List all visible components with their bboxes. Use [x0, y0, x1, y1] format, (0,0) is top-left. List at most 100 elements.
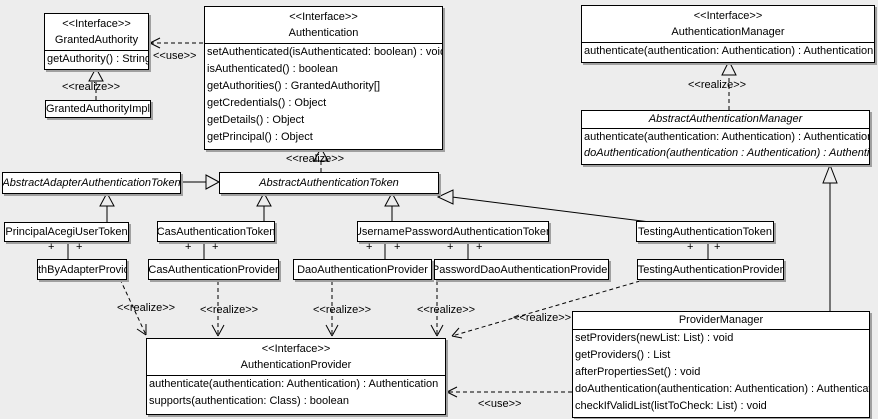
method: getAuthorities() : GrantedAuthority[] — [207, 80, 381, 92]
edge-abstractauthmanager-realizes-authmanager — [721, 59, 737, 110]
realize-label: <<realize>> — [417, 304, 476, 316]
class-name: AuthByAdapterProvider — [37, 263, 126, 276]
class-name: AbstractAuthenticationToken — [259, 177, 399, 189]
method: getProviders() : List — [575, 349, 671, 361]
method: getPrincipal() : Object — [207, 131, 313, 143]
method: authenticate(authentication: Authenticat… — [584, 45, 874, 57]
plus-adornment: + — [48, 241, 55, 253]
class-password-dao-authentication-provider: PasswordDaoAuthenticationProvider — [434, 259, 609, 280]
method: afterPropertiesSet() : void — [575, 366, 701, 378]
class-testing-authentication-provider: TestingAuthenticationProvider — [637, 259, 784, 280]
edge-providermanager-extends-abstractauthmanager — [822, 163, 838, 311]
class-name: TestingAuthenticationToken — [638, 225, 772, 238]
class-name: GrantedAuthorityImpl — [46, 103, 150, 115]
edge-testingprovider-realizes-authprovider — [451, 280, 641, 339]
class-cas-authentication-token: CasAuthenticationToken — [157, 221, 275, 242]
edge-testingtoken-extends-abstractauthtoken — [436, 189, 651, 223]
class-abstract-authentication-token: AbstractAuthenticationToken — [219, 172, 439, 194]
use-label: <<use>> — [153, 50, 197, 62]
class-username-password-authentication-token: UsernamePasswordAuthenticationToken — [357, 221, 549, 242]
method: getAuthority() : String — [47, 53, 148, 65]
class-name: TestingAuthenticationProvider — [637, 263, 784, 276]
class-name: GrantedAuthority — [54, 34, 139, 46]
edge-castoken-extends-abstractauthtoken — [256, 191, 272, 221]
realize-label: <<realize>> — [313, 304, 372, 316]
class-testing-authentication-token: TestingAuthenticationToken — [636, 221, 774, 242]
class-principal-acegi-user-token: PrincipalAcegiUserToken — [4, 222, 129, 242]
edge-authentication-uses-grantedauthority — [149, 37, 203, 49]
class-abstract-authentication-manager: AbstractAuthenticationManager authentica… — [581, 110, 870, 165]
class-name: DaoAuthenticationProvider — [297, 263, 428, 276]
class-authentication-manager: <<Interface>> AuthenticationManager auth… — [581, 5, 875, 63]
class-header: <<Interface>> AuthenticationManager — [582, 6, 874, 43]
class-name: Authentication — [288, 27, 359, 39]
method: getCredentials() : Object — [207, 97, 327, 109]
method: doAuthentication(authentication : Authen… — [584, 147, 869, 159]
realize-label: <<realize>> — [117, 302, 176, 314]
plus-adornment: + — [476, 241, 483, 253]
class-granted-authority: <<Interface>> GrantedAuthority getAuthor… — [44, 13, 149, 70]
class-name: AbstractAuthenticationManager — [582, 111, 869, 129]
edge-principaltoken-extends-abstractadapter — [99, 191, 115, 222]
class-auth-by-adapter-provider: AuthByAdapterProvider — [37, 259, 127, 280]
edge-passworddaoprovider-realizes-authprovider — [430, 281, 444, 337]
class-name: AuthenticationManager — [671, 26, 785, 38]
stereotype-label: <<Interface>> — [62, 18, 131, 30]
plus-adornment: + — [212, 241, 219, 253]
association-edges — [67, 240, 709, 259]
plus-adornment: + — [185, 241, 192, 253]
method: authenticate(authentication: Authenticat… — [584, 131, 869, 143]
stereotype-label: <<Interface>> — [693, 10, 763, 22]
class-name: ProviderManager — [573, 312, 869, 330]
method: supports(authentication: Class) : boolea… — [149, 395, 349, 407]
class-cas-authentication-provider: CasAuthenticationProvider — [148, 259, 279, 280]
method: isAuthenticated() : boolean — [207, 63, 338, 75]
method: getDetails() : Object — [207, 114, 305, 126]
edge-authbyadapter-realizes-authprovider — [119, 278, 147, 336]
method: checkIfValidList(listToCheck: List) : vo… — [575, 400, 767, 412]
realize-label: <<realize>> — [513, 312, 572, 324]
plus-adornment: + — [394, 241, 401, 253]
class-header: <<Interface>> GrantedAuthority — [45, 14, 148, 51]
use-edges — [149, 37, 572, 398]
stereotype-label: <<Interface>> — [289, 11, 358, 23]
class-header: <<Interface>> AuthenticationProvider — [147, 339, 445, 376]
class-abstract-adapter-authentication-token: AbstractAdapterAuthenticationToken — [2, 172, 181, 194]
edge-usernametoken-extends-abstractauthtoken — [384, 191, 400, 221]
class-dao-authentication-provider: DaoAuthenticationProvider — [293, 259, 432, 280]
edge-abstractauthtoken-realizes-authentication — [313, 146, 329, 172]
realize-label: <<realize>> — [688, 79, 747, 91]
class-name: PrincipalAcegiUserToken — [5, 226, 128, 238]
method: authenticate(authentication: Authenticat… — [149, 378, 439, 390]
class-name: CasAuthenticationProvider — [148, 263, 279, 276]
method: setAuthenticated(isAuthenticated: boolea… — [207, 46, 442, 58]
class-name: AbstractAdapterAuthenticationToken — [2, 177, 181, 189]
class-authentication: <<Interface>> Authentication setAuthenti… — [204, 6, 443, 150]
class-granted-authority-impl: GrantedAuthorityImpl — [45, 100, 151, 118]
plus-adornment: + — [76, 241, 83, 253]
plus-adornment: + — [714, 241, 721, 253]
realize-label: <<realize>> — [286, 153, 345, 165]
method: setProviders(newList: List) : void — [575, 332, 734, 344]
realization-edges — [88, 59, 737, 172]
class-name: UsernamePasswordAuthenticationToken — [357, 225, 549, 238]
use-label: <<use>> — [478, 398, 522, 410]
edge-abstractadapter-extends-abstractauthtoken — [179, 174, 221, 190]
class-header: <<Interface>> Authentication — [205, 7, 442, 44]
generalization-edges — [99, 163, 838, 311]
edge-daoprovider-realizes-authprovider — [325, 281, 339, 337]
class-provider-manager: ProviderManager setProviders(newList: Li… — [572, 311, 870, 418]
stereotype-label: <<Interface>> — [261, 343, 331, 355]
plus-adornment: + — [687, 241, 694, 253]
method: doAuthentication(authentication: Authent… — [575, 383, 869, 395]
realize-label: <<realize>> — [62, 81, 121, 93]
realize-label: <<realize>> — [200, 304, 259, 316]
edge-casprovider-realizes-authprovider — [211, 281, 225, 337]
class-name: AuthenticationProvider — [240, 359, 352, 371]
plus-adornment: + — [366, 241, 373, 253]
edge-providermanager-uses-authprovider — [446, 386, 572, 398]
plus-adornment: + — [447, 241, 454, 253]
class-authentication-provider: <<Interface>> AuthenticationProvider aut… — [146, 338, 446, 415]
